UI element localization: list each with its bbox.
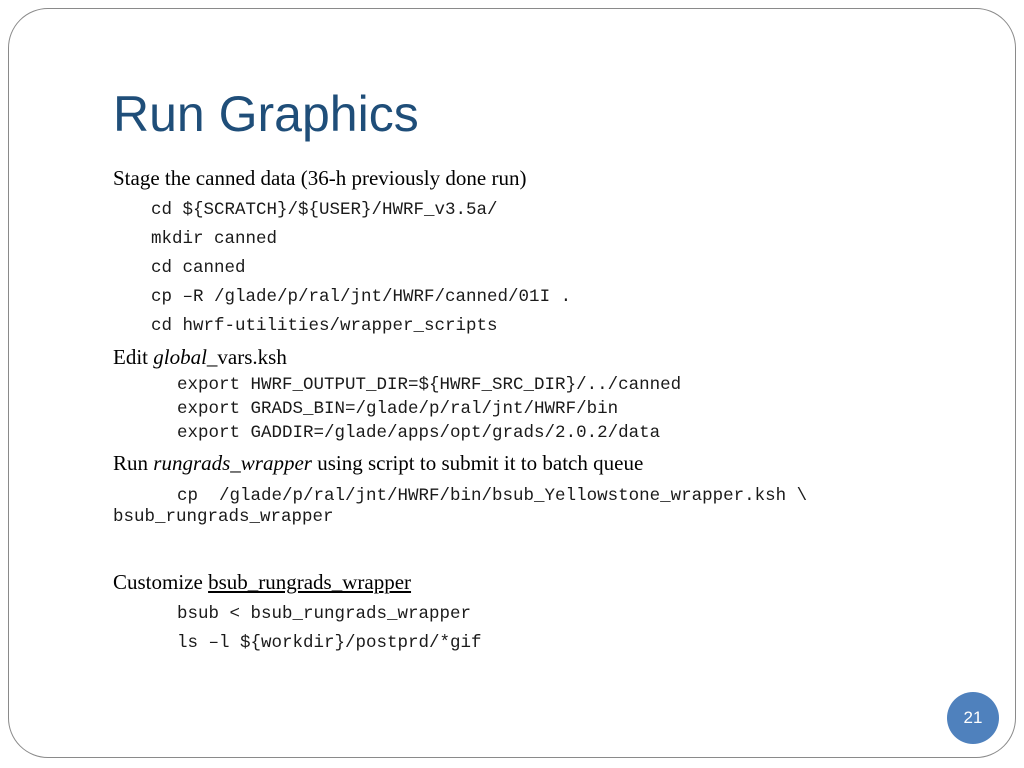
stage-heading: Stage the canned data (36-h previously d… [113, 166, 527, 190]
customize-heading: Customize bsub_rungrads_wrapper [113, 570, 411, 595]
customize-command-2: ls –l ${workdir}/postprd/*gif [177, 633, 482, 653]
edit-command-1: export HWRF_OUTPUT_DIR=${HWRF_SRC_DIR}/.… [177, 375, 682, 395]
run-heading: Run rungrads_wrapper using script to sub… [113, 451, 643, 476]
stage-command-5: cd hwrf-utilities/wrapper_scripts [151, 316, 498, 336]
edit-command-2: export GRADS_BIN=/glade/p/ral/jnt/HWRF/b… [177, 399, 619, 419]
edit-heading-italic: global [153, 345, 207, 369]
edit-heading: Edit global_vars.ksh [113, 345, 287, 370]
edit-command-3: export GADDIR=/glade/apps/opt/grads/2.0.… [177, 423, 661, 443]
stage-command-1: cd ${SCRATCH}/${USER}/HWRF_v3.5a/ [151, 200, 498, 220]
edit-heading-suffix: _vars.ksh [206, 345, 287, 369]
run-command-line-1: cp /glade/p/ral/jnt/HWRF/bin/bsub_Yellow… [177, 486, 808, 506]
stage-command-2: mkdir canned [151, 229, 278, 249]
run-heading-suffix: using script to submit it to batch queue [311, 451, 644, 475]
customize-command-1: bsub < bsub_rungrads_wrapper [177, 604, 472, 624]
stage-command-3: cd canned [151, 258, 246, 278]
edit-heading-prefix: Edit [113, 345, 154, 369]
slide-frame [8, 8, 1016, 758]
page-number-badge: 21 [947, 692, 999, 744]
run-command-line-2: bsub_rungrads_wrapper [113, 507, 334, 527]
slide-title: Run Graphics [113, 86, 419, 142]
customize-heading-link[interactable]: bsub_rungrads_wrapper [208, 570, 412, 594]
customize-heading-prefix: Customize [113, 570, 209, 594]
run-heading-italic: rungrads_wrapper [153, 451, 312, 475]
run-heading-prefix: Run [113, 451, 154, 475]
stage-command-4: cp –R /glade/p/ral/jnt/HWRF/canned/01I . [151, 287, 572, 307]
